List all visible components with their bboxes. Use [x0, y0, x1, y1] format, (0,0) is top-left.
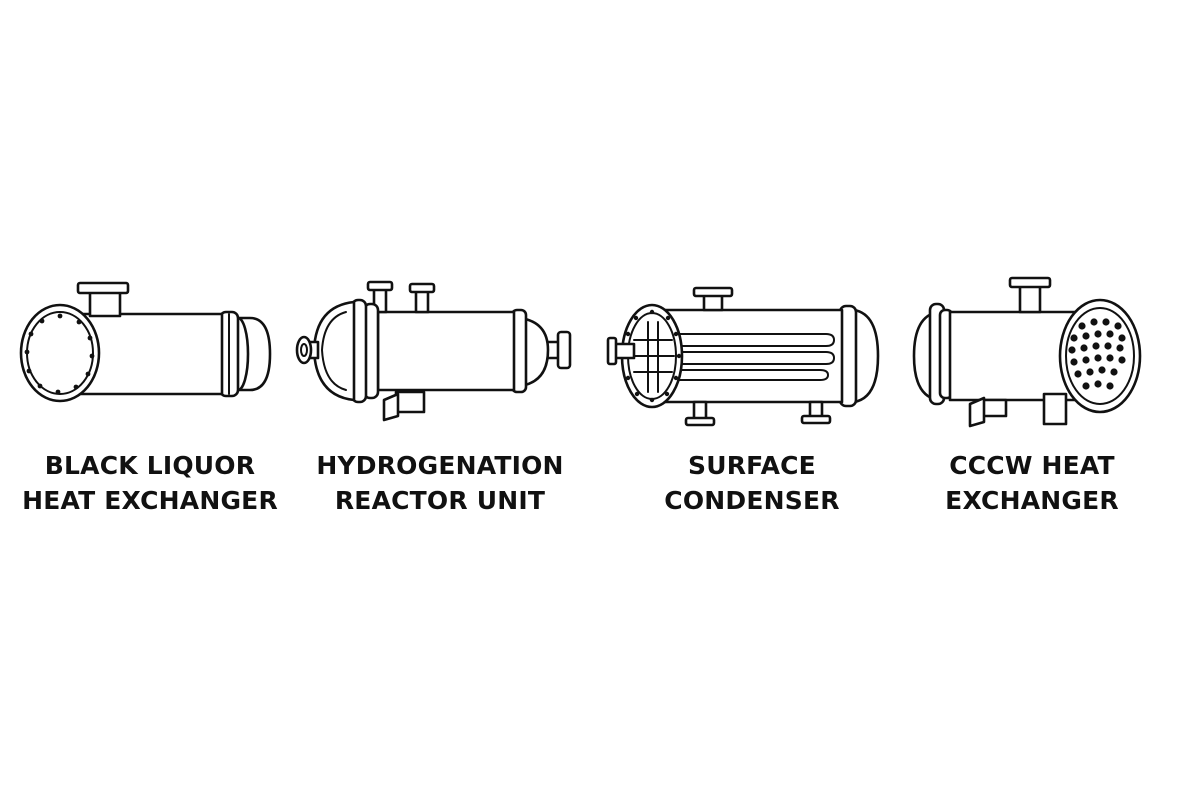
- equipment-label-black-liquor: BLACK LIQUOR HEAT EXCHANGER: [0, 448, 300, 518]
- label-line-1: BLACK LIQUOR: [44, 451, 256, 480]
- equipment-label-hydrogenation: HYDROGENATION REACTOR UNIT: [290, 448, 590, 518]
- hydrogenation-reactor-unit-icon: [295, 280, 572, 422]
- label-line-2: REACTOR UNIT: [334, 486, 546, 515]
- black-liquor-heat-exchanger-icon: [19, 281, 272, 403]
- label-line-2: CONDENSER: [664, 486, 840, 515]
- equipment-label-cccw: CCCW HEAT EXCHANGER: [882, 448, 1182, 518]
- label-line-1: HYDROGENATION: [316, 451, 564, 480]
- label-line-1: CCCW HEAT: [949, 451, 1115, 480]
- surface-condenser-icon: [606, 286, 880, 427]
- label-line-2: HEAT EXCHANGER: [22, 486, 278, 515]
- equipment-label-surface-condenser: SURFACE CONDENSER: [602, 448, 902, 518]
- cccw-heat-exchanger-icon: [912, 276, 1142, 428]
- label-line-2: EXCHANGER: [945, 486, 1119, 515]
- label-line-1: SURFACE: [688, 451, 816, 480]
